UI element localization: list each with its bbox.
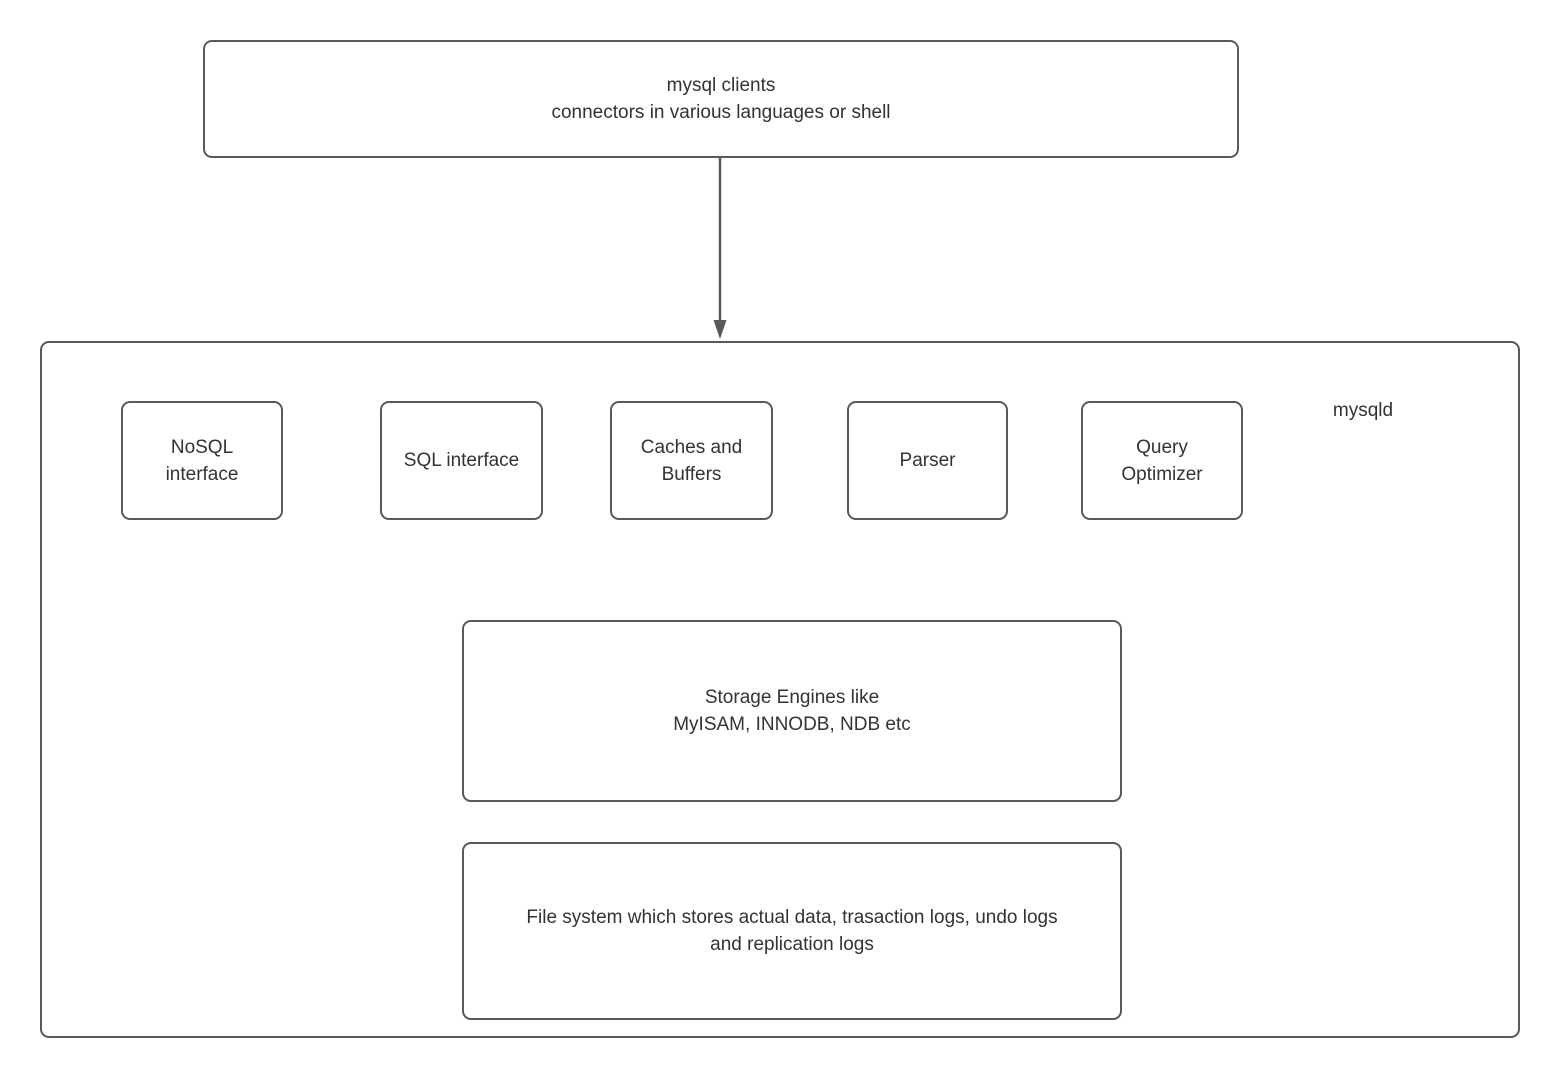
clients-to-mysqld-arrow <box>713 158 727 339</box>
file-system-box: File system which stores actual data, tr… <box>462 842 1122 1020</box>
mysql-clients-line2: connectors in various languages or shell <box>551 102 891 123</box>
parser-line1: Parser <box>899 450 956 471</box>
file-system-line2: and replication logs <box>710 934 874 955</box>
component-caches-and-buffers: Caches and Buffers <box>610 401 773 520</box>
nosql-interface-line1: NoSQL <box>170 436 234 458</box>
storage-engines-line1: Storage Engines like <box>704 687 880 708</box>
component-query-optimizer: Query Optimizer <box>1081 401 1243 520</box>
caches-and-buffers-line1: Caches and <box>640 436 743 458</box>
component-nosql-interface: NoSQL interface <box>121 401 283 520</box>
mysql-clients-box: mysql clients connectors in various lang… <box>203 40 1239 158</box>
caches-and-buffers-line2: Buffers <box>661 463 722 485</box>
query-optimizer-line2: Optimizer <box>1121 463 1203 485</box>
component-sql-interface: SQL interface <box>380 401 543 520</box>
storage-engines-box: Storage Engines like MyISAM, INNODB, NDB… <box>462 620 1122 802</box>
storage-engines-line2: MyISAM, INNODB, NDB etc <box>673 714 911 735</box>
mysql-clients-line1: mysql clients <box>666 75 776 96</box>
nosql-interface-line2: interface <box>165 463 239 485</box>
query-optimizer-line1: Query <box>1136 436 1188 458</box>
sql-interface-line1: SQL interface <box>403 450 520 471</box>
mysqld-label: mysqld <box>1332 400 1394 421</box>
component-parser: Parser <box>847 401 1008 520</box>
mysqld-container-box: mysqld NoSQL interface SQL interface Cac… <box>40 341 1520 1038</box>
file-system-line1: File system which stores actual data, tr… <box>526 907 1058 928</box>
